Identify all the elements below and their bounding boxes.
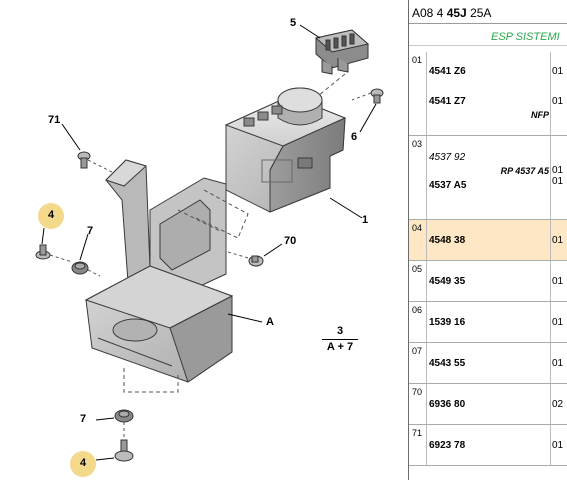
part-quantity: 01 <box>552 96 564 107</box>
callout-5[interactable]: 5 <box>290 17 297 29</box>
column-divider <box>426 425 427 465</box>
electrical-connector <box>299 24 370 75</box>
bolt-item-4-lower <box>95 422 134 462</box>
ref-number: 05 <box>412 264 423 274</box>
part-quantity: 01 <box>552 276 564 287</box>
callout-4-lower[interactable]: 4 <box>80 457 87 469</box>
part-number[interactable]: 4548 38 <box>429 235 466 246</box>
column-divider <box>550 302 551 342</box>
column-divider <box>426 261 427 301</box>
column-divider <box>426 343 427 383</box>
callout-7-upper[interactable]: 7 <box>87 225 94 237</box>
part-number[interactable]: 4541 Z6 <box>429 66 466 77</box>
screw-item-6 <box>351 88 384 133</box>
exploded-parts-diagram: 5 71 6 1 4 7 70 A 7 4 3 A + 7 <box>35 17 384 477</box>
part-quantity: 01 <box>552 317 564 328</box>
part-quantity: 01 <box>552 235 564 246</box>
part-quantity: 01 <box>552 66 564 77</box>
ref-number: 06 <box>412 305 423 315</box>
part-quantity: 01 <box>552 176 564 187</box>
diagram-code-bold: 45J <box>446 6 467 20</box>
callout-70[interactable]: 70 <box>284 235 297 247</box>
ref-row-71[interactable]: 71 6923 78 01 <box>409 425 567 466</box>
panel-subtitle: ESP SISTEMI <box>491 31 560 43</box>
ref-number: 03 <box>412 139 423 149</box>
callout-71[interactable]: 71 <box>48 114 61 126</box>
part-number[interactable]: 6936 80 <box>429 399 466 410</box>
diagram-code-suffix: 25A <box>470 6 492 20</box>
nut-item-7-lower <box>95 409 134 423</box>
assembly-note-rule <box>322 338 358 340</box>
column-divider <box>550 384 551 424</box>
ref-row-06[interactable]: 06 1539 16 01 <box>409 302 567 343</box>
part-number[interactable]: 4541 Z7 <box>429 96 466 107</box>
callout-4-upper-highlight <box>38 203 64 229</box>
part-number[interactable]: 1539 16 <box>429 317 466 328</box>
column-divider <box>550 136 551 219</box>
callout-6[interactable]: 6 <box>351 131 358 143</box>
column-divider <box>550 220 551 260</box>
screw-item-4-upper <box>35 227 73 263</box>
ref-row-70[interactable]: 70 6936 80 02 <box>409 384 567 425</box>
callout-A[interactable]: A <box>266 316 274 328</box>
assembly-note-top: 3 <box>336 325 344 337</box>
nut-item-7-upper <box>71 233 101 277</box>
column-divider <box>550 261 551 301</box>
part-note: RP 4537 A5 <box>500 166 549 176</box>
panel-header: A08 4 45J 25A <box>409 0 567 24</box>
parts-list-panel: A08 4 45J 25A ESP SISTEMI 01 4541 Z6 01 … <box>408 0 567 480</box>
column-divider <box>426 220 427 260</box>
ref-number: 71 <box>412 428 423 438</box>
part-quantity: 01 <box>552 358 564 369</box>
part-number[interactable]: 4537 A5 <box>429 180 467 191</box>
ref-row-05[interactable]: 05 4549 35 01 <box>409 261 567 302</box>
callout-7-lower[interactable]: 7 <box>80 413 87 425</box>
panel-subtitle-divider <box>409 45 567 46</box>
ref-row-01[interactable]: 01 4541 Z6 01 4541 Z7 01 NFP <box>409 52 567 136</box>
ref-number: 04 <box>412 223 423 233</box>
ref-number: 70 <box>412 387 423 397</box>
assembly-note: 3 A + 7 <box>320 325 360 353</box>
part-number[interactable]: 4549 35 <box>429 276 466 287</box>
part-note: NFP <box>531 110 549 120</box>
column-divider <box>426 302 427 342</box>
column-divider <box>426 136 427 219</box>
column-divider <box>550 343 551 383</box>
ref-number: 07 <box>412 346 423 356</box>
part-number[interactable]: 4543 55 <box>429 358 466 369</box>
mounting-bracket <box>84 159 263 383</box>
screw-item-70 <box>227 243 283 267</box>
callout-4-lower-highlight <box>70 451 96 477</box>
ref-row-03[interactable]: 03 4537 92 RP 4537 A5 01 4537 A5 01 <box>409 136 567 220</box>
diagram-drawing <box>35 24 384 462</box>
part-number[interactable]: 4537 92 <box>429 152 466 163</box>
esp-hydraulic-unit <box>224 87 363 219</box>
ref-row-07[interactable]: 07 4543 55 01 <box>409 343 567 384</box>
part-quantity: 01 <box>552 165 564 176</box>
assembly-note-bottom: A + 7 <box>326 340 354 353</box>
callout-1[interactable]: 1 <box>362 214 369 226</box>
part-quantity: 02 <box>552 399 564 410</box>
column-divider <box>550 52 551 135</box>
bolt-item-71 <box>61 123 113 173</box>
column-divider <box>426 52 427 135</box>
ref-row-04[interactable]: 04 4548 38 01 <box>409 220 567 261</box>
column-divider <box>426 384 427 424</box>
diagram-code-prefix: A08 4 <box>412 6 444 20</box>
part-number[interactable]: 6923 78 <box>429 440 466 451</box>
callout-4-upper[interactable]: 4 <box>48 209 55 221</box>
part-quantity: 01 <box>552 440 564 451</box>
ref-number: 01 <box>412 55 423 65</box>
diagram-code: A08 4 45J 25A <box>412 6 491 20</box>
column-divider <box>550 425 551 465</box>
